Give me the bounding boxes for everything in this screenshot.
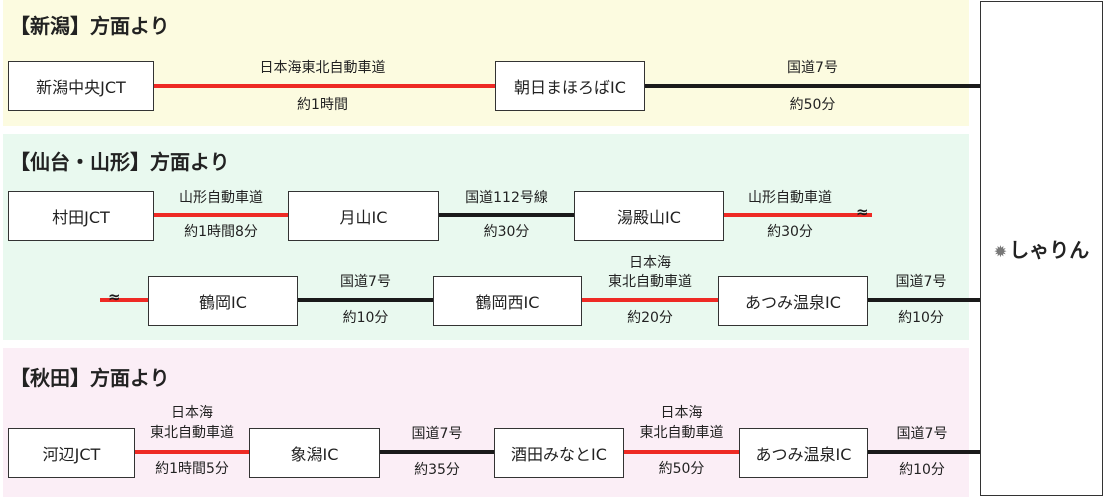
- segment-time: 約30分: [767, 224, 813, 240]
- node-sakata-minato-ic: 酒田みなとIC: [494, 428, 624, 478]
- route-line-national-road: [866, 450, 982, 454]
- section-niigata: [3, 0, 969, 126]
- node-kisakata-ic: 象潟IC: [249, 428, 380, 478]
- node-niigata-chuo-jct: 新潟中央JCT: [8, 61, 154, 111]
- segment-road: 山形自動車道: [179, 190, 263, 206]
- route-break-mark: ≈: [856, 203, 869, 221]
- node-asahi-mahoroba-ic: 朝日まほろばIC: [495, 61, 645, 111]
- segment-time: 約1時間8分: [184, 224, 258, 240]
- destination-name: しゃりん: [1009, 238, 1090, 262]
- segment-time: 約30分: [483, 224, 530, 240]
- node-atsumi-onsen-ic: あつみ温泉IC: [718, 276, 868, 326]
- segment-road: 国道7号: [896, 426, 948, 442]
- destination-box: ✹しゃりん: [980, 1, 1103, 496]
- route-line-national-road: [437, 213, 577, 217]
- segment-time: 約35分: [414, 462, 460, 478]
- node-gassan-ic: 月山IC: [288, 191, 439, 241]
- route-line-expressway: [150, 84, 500, 88]
- route-line-national-road: [296, 298, 436, 302]
- section-title-akita: 【秋田】方面より: [10, 366, 170, 390]
- segment-time: 約10分: [899, 462, 945, 478]
- section-title-niigata: 【新潟】方面より: [10, 14, 170, 38]
- destination-label: ✹しゃりん: [981, 234, 1102, 263]
- segment-time: 約50分: [658, 461, 705, 477]
- route-line-national-road: [640, 84, 982, 88]
- segment-road: 国道7号: [895, 274, 947, 290]
- node-kawabe-jct: 河辺JCT: [8, 428, 135, 478]
- segment-road: 国道7号: [411, 426, 463, 442]
- segment-road-line2: 東北自動車道: [639, 425, 724, 441]
- node-tsuruoka-nishi-ic: 鶴岡西IC: [433, 276, 582, 326]
- route-line-national-road: [866, 298, 982, 302]
- segment-road: 国道7号: [340, 274, 391, 290]
- segment-road-line1: 日本海: [629, 255, 671, 271]
- route-line-expressway: [150, 213, 292, 217]
- segment-time: 約20分: [627, 310, 673, 326]
- segment-time: 約1時間5分: [155, 461, 229, 477]
- node-murata-jct: 村田JCT: [8, 191, 154, 241]
- gear-icon: ✹: [993, 242, 1008, 261]
- segment-time: 約10分: [898, 310, 944, 326]
- node-atsumi-onsen-ic: あつみ温泉IC: [739, 428, 868, 478]
- segment-time: 約50分: [789, 97, 836, 113]
- node-tsuruoka-ic: 鶴岡IC: [148, 276, 298, 326]
- segment-road-line1: 日本海: [660, 405, 703, 421]
- section-title-sendai: 【仙台・山形】方面より: [10, 150, 230, 174]
- route-break-mark: ≈: [108, 288, 121, 306]
- route-line-expressway: [622, 450, 742, 454]
- segment-road: 国道7号: [787, 60, 838, 76]
- segment-time: 約10分: [342, 310, 389, 326]
- node-yudonosan-ic: 湯殿山IC: [574, 191, 724, 241]
- route-line-national-road: [378, 450, 498, 454]
- segment-time: 約1時間: [297, 97, 348, 113]
- segment-road: 国道112号線: [465, 190, 548, 206]
- segment-road-line1: 日本海: [171, 405, 213, 421]
- route-line-expressway: [100, 298, 152, 302]
- route-line-expressway: [580, 298, 720, 302]
- segment-road: 山形自動車道: [748, 190, 832, 206]
- segment-road: 日本海東北自動車道: [259, 60, 386, 76]
- segment-road-line2: 東北自動車道: [608, 274, 692, 290]
- route-line-expressway: [133, 450, 253, 454]
- segment-road-line2: 東北自動車道: [150, 425, 234, 441]
- route-line-expressway: [722, 213, 872, 217]
